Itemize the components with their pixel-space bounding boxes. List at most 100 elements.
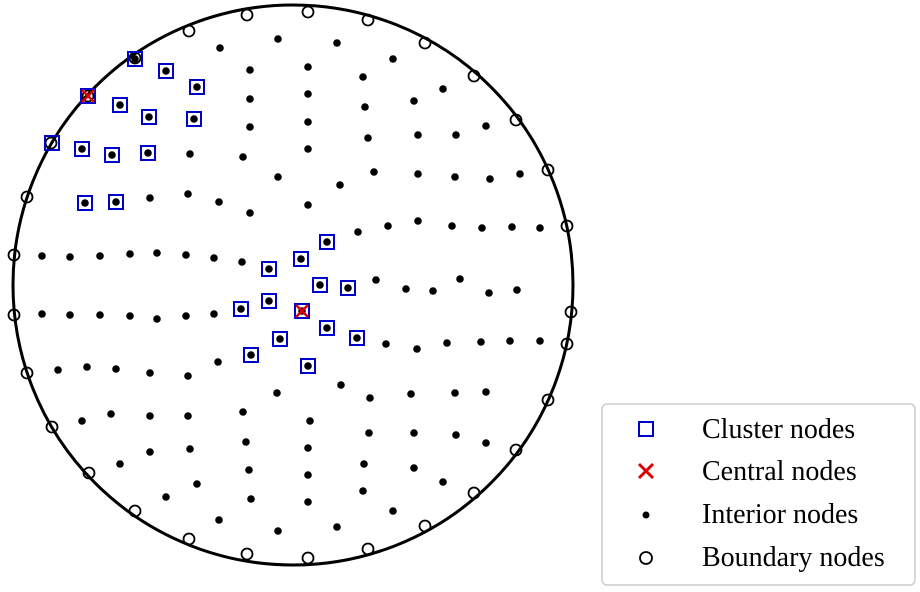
interior-node [193,480,201,488]
cluster-node [127,51,143,67]
interior-node [210,310,218,318]
interior-node [389,507,397,515]
domain-boundary-circle [11,3,575,567]
cluster-node [140,145,156,161]
interior-node [112,365,120,373]
cluster-nodes [44,51,365,374]
interior-node [126,250,134,258]
cluster-node [108,194,124,210]
interior-node [448,222,456,230]
interior-node [482,122,490,130]
legend-boundary-label: Boundary nodes [702,542,885,573]
cluster-node [300,358,316,374]
interior-node [482,439,490,447]
cluster-node [349,330,365,346]
interior-node [66,253,74,261]
boundary-node [20,366,34,380]
interior-node [273,389,281,397]
boundary-node [560,337,574,351]
interior-node [451,389,459,397]
interior-node [239,153,247,161]
boundary-node [509,113,523,127]
cluster-node [104,147,120,163]
cluster-node [112,97,128,113]
interior-node [304,145,312,153]
interior-node [384,222,392,230]
interior-node [414,217,422,225]
interior-node [214,358,222,366]
interior-node [96,311,104,319]
interior-node [516,170,524,178]
interior-node [304,118,312,126]
legend-entry-central: Central nodes [637,456,857,487]
interior-node [274,527,282,535]
interior-node [304,498,312,506]
circular-domain [11,3,575,567]
boundary-node [467,486,481,500]
boundary-node [82,466,96,480]
interior-node [486,175,494,183]
interior-node [146,194,154,202]
boundary-node [45,420,59,434]
boundary-node [20,190,34,204]
boundary-node [467,69,481,83]
interior-node [414,170,422,178]
interior-node [407,390,415,398]
interior-node [410,464,418,472]
interior-node [354,228,362,236]
interior-node [146,412,154,420]
legend-boundary-marker [639,551,653,565]
cluster-node [319,234,335,250]
boundary-node [541,163,555,177]
interior-node [439,478,447,486]
interior-node [210,254,218,262]
interior-node [429,287,437,295]
interior-node [304,471,312,479]
central-node [295,304,309,318]
interior-node [413,345,421,353]
interior-node [274,35,282,43]
interior-node [247,495,255,503]
interior-node [336,181,344,189]
interior-node [215,516,223,524]
interior-node [304,201,312,209]
interior-node [337,381,345,389]
interior-node [333,523,341,531]
cluster-node [233,301,249,317]
boundary-node [7,248,21,262]
cluster-node [261,293,277,309]
interior-node [153,249,161,257]
interior-node [402,285,410,293]
interior-node [83,363,91,371]
interior-node [306,417,314,425]
interior-node [245,466,253,474]
interior-node [372,276,380,284]
boundary-node [240,8,254,22]
boundary-node [240,547,254,561]
interior-node [410,97,418,105]
legend-central-label: Central nodes [702,456,857,487]
interior-node [107,410,115,418]
interior-node [162,493,170,501]
cluster-node [272,331,288,347]
interior-node [382,340,390,348]
interior-node [184,372,192,380]
interior-node [238,258,246,266]
interior-node [443,339,451,347]
boundary-node [541,393,555,407]
interior-node [536,224,544,232]
interior-node [186,150,194,158]
cluster-node [189,79,205,95]
interior-node [304,63,312,71]
interior-node [246,209,254,217]
interior-node [452,431,460,439]
interior-node [365,429,373,437]
interior-node [477,338,485,346]
interior-node [506,337,514,345]
interior-node [439,85,447,93]
boundary-node [182,532,196,546]
interior-node [304,444,312,452]
interior-node [451,173,459,181]
boundary-node [509,443,523,457]
boundary-node [128,504,142,518]
